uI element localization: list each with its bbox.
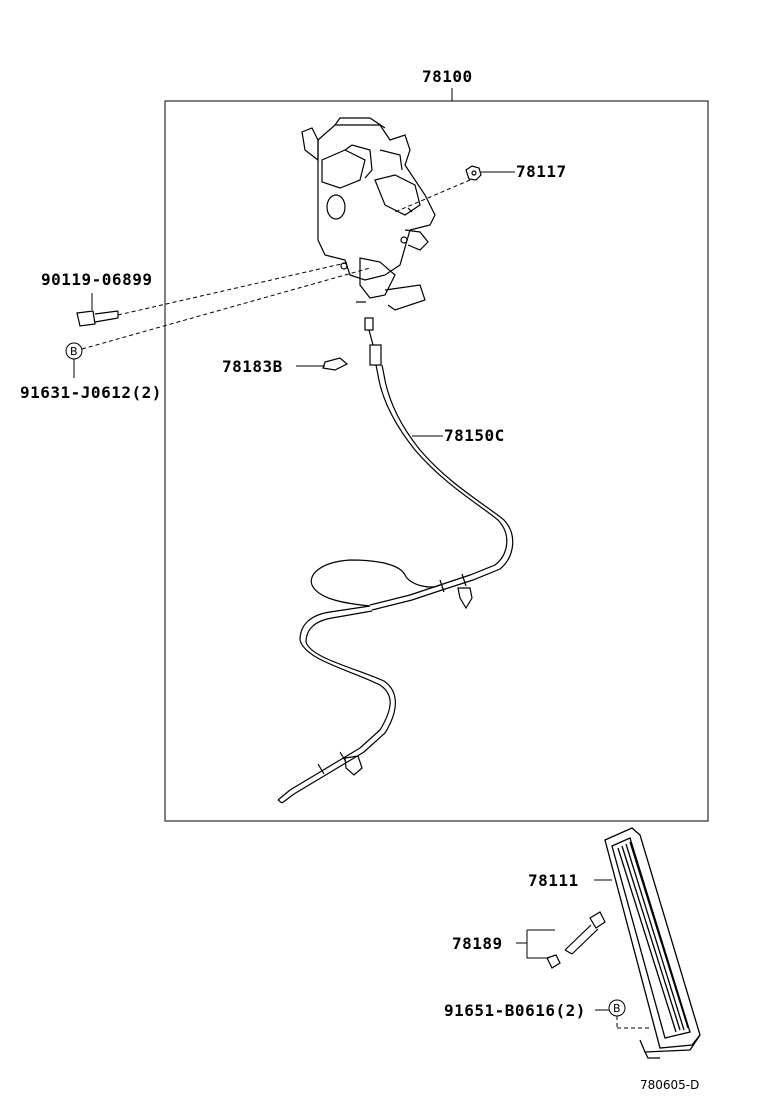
label-78150c: 78150C (444, 426, 505, 445)
label-78117: 78117 (516, 162, 567, 181)
dash-91631 (81, 267, 371, 350)
nut-78117 (465, 165, 482, 181)
bracket-78189 (516, 929, 555, 959)
label-91651: 91651-B0616(2) (444, 1001, 586, 1020)
callout-b-text-left: B (70, 345, 78, 358)
label-78111: 78111 (528, 871, 579, 890)
footer-code: 780605-D (640, 1078, 700, 1092)
label-78183b: 78183B (222, 357, 283, 376)
pedal-bracket (301, 117, 436, 311)
cable-end (356, 301, 382, 366)
cable-clip-upper (457, 587, 473, 610)
dash-90119 (117, 261, 351, 316)
clamp-78183b (322, 357, 349, 371)
cable-78150c (277, 364, 514, 804)
bolt-78189 (546, 911, 606, 969)
assembly-frame (164, 100, 709, 822)
cable-clip-lower (344, 755, 363, 776)
label-91631: 91631-J0612(2) (20, 383, 162, 402)
label-90119: 90119-06899 (41, 270, 153, 289)
label-78189: 78189 (452, 934, 503, 953)
callout-b-text-right: B (613, 1002, 621, 1015)
dash-78117 (394, 179, 471, 213)
label-78100: 78100 (422, 67, 473, 86)
pedal-pad-78111 (604, 827, 701, 1059)
bolt-90119 (76, 310, 119, 327)
